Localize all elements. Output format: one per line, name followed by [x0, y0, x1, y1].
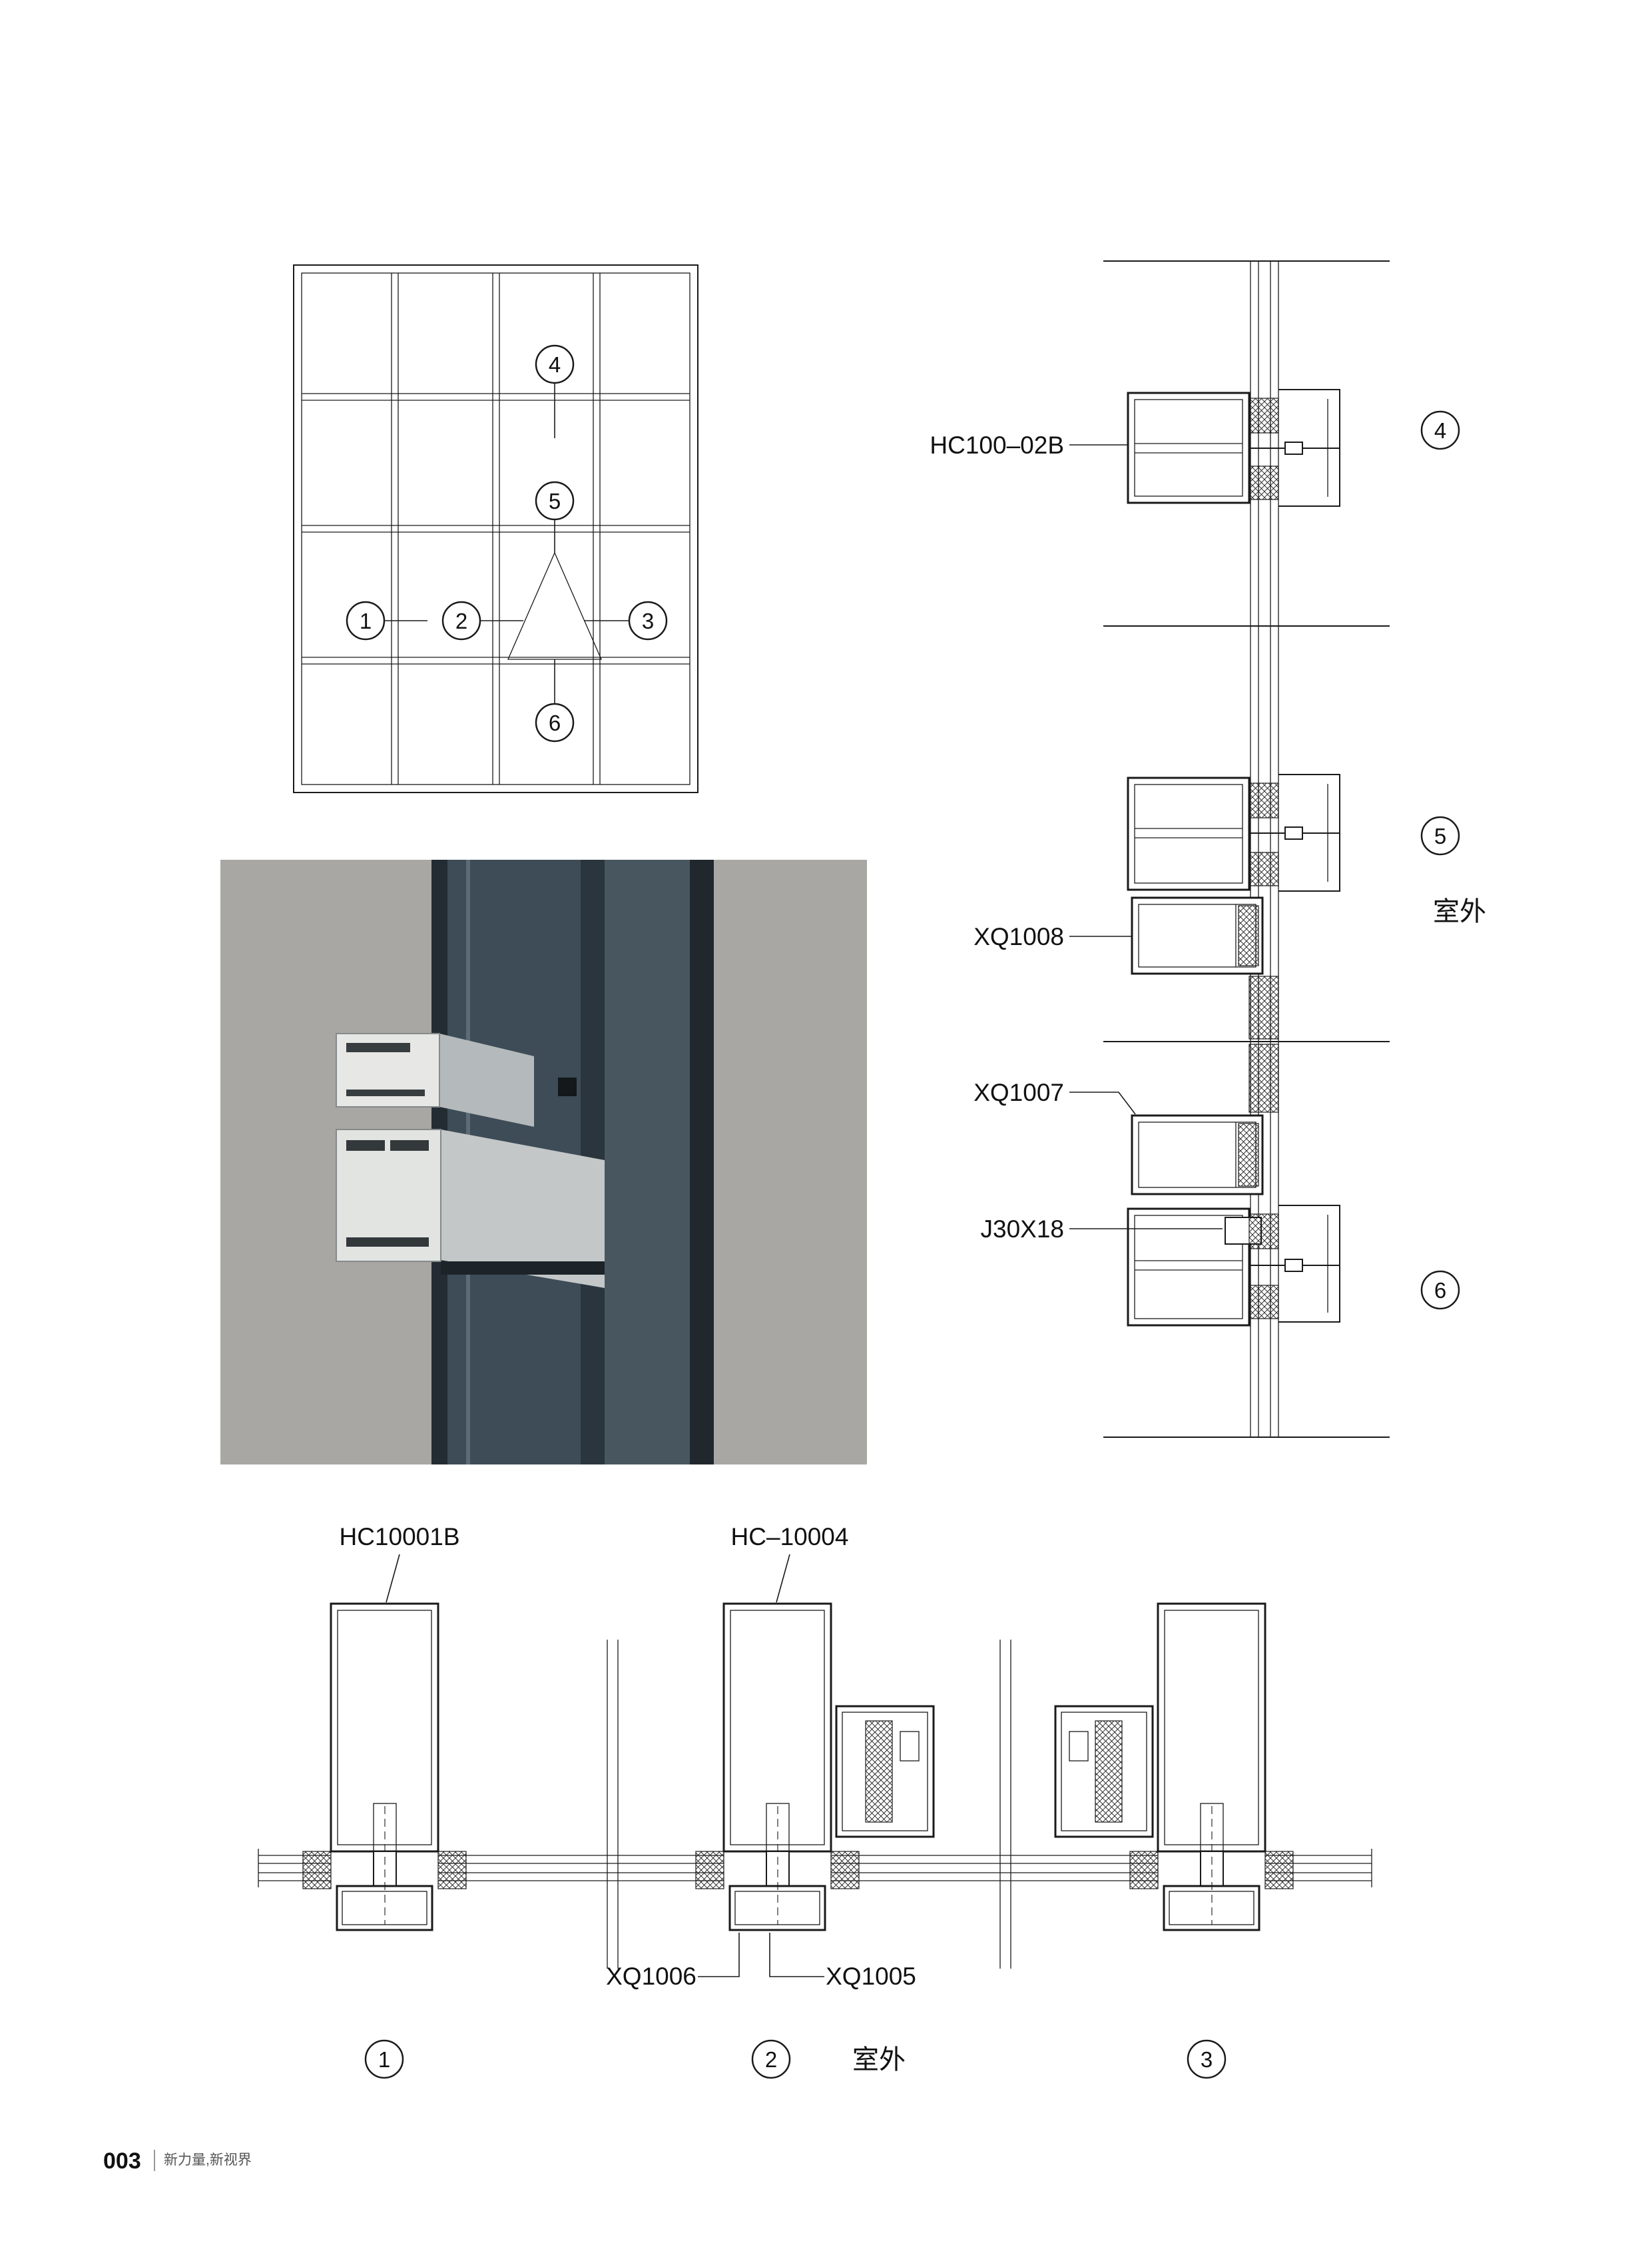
callout-number: 6 — [1434, 1278, 1446, 1303]
transom-render — [336, 1033, 605, 1288]
label-xq1007: XQ1007 — [973, 1079, 1064, 1106]
plan-callout-2: 2 — [751, 2039, 791, 2079]
elevation-diagram: 4 5 6 1 2 3 — [293, 264, 698, 793]
page-number: 003 — [103, 2148, 141, 2174]
callout-number: 4 — [549, 352, 561, 377]
label-xq1005: XQ1005 — [826, 1963, 916, 1990]
plan-callout-3: 3 — [1187, 2039, 1227, 2079]
label-xq1006: XQ1006 — [606, 1963, 696, 1990]
callout-number: 5 — [1434, 824, 1446, 848]
elevation-callout-1: 1 — [346, 601, 386, 641]
elevation-callout-5: 5 — [535, 481, 575, 521]
horizontal-section-details: HC10001B HC–10004 — [258, 1523, 1372, 2079]
callout-number: 2 — [455, 609, 467, 633]
label-hc10001b: HC10001B — [339, 1523, 459, 1550]
profile-photo — [220, 860, 867, 1464]
label-j30x18: J30X18 — [981, 1215, 1065, 1243]
detail-3-mullion-section — [1054, 1602, 1266, 1931]
detail-1-mullion-section — [330, 1602, 439, 1931]
elevation-frame — [293, 264, 698, 793]
detail-4-transom-section — [1127, 389, 1340, 507]
detail-5-vent-head-section — [1127, 774, 1340, 1040]
vertical-section-details: HC100–02B 4 XQ1008 5 — [930, 260, 1486, 1438]
footer-tagline: 新力量,新视界 — [164, 2152, 252, 2168]
label-hc100-02b: HC100–02B — [930, 432, 1064, 459]
callout-number: 1 — [378, 2047, 390, 2072]
elevation-leader-lines — [384, 383, 629, 704]
callout-number: 3 — [642, 609, 654, 633]
elevation-callout-6: 6 — [535, 703, 575, 743]
section-callout-5: 5 — [1420, 816, 1460, 856]
break-lines — [1103, 260, 1390, 1438]
vent-opening-symbol — [507, 551, 602, 660]
callout-number: 2 — [765, 2047, 777, 2072]
callout-number: 3 — [1201, 2047, 1213, 2072]
callout-number: 5 — [549, 489, 561, 513]
elevation-callout-3: 3 — [628, 601, 668, 641]
label-hc-10004: HC–10004 — [731, 1523, 849, 1550]
plan-callout-1: 1 — [364, 2039, 404, 2079]
detail-2-mullion-section — [722, 1602, 935, 1931]
detail-6-vent-sill-section — [1127, 1044, 1340, 1327]
label-xq1008: XQ1008 — [973, 923, 1064, 950]
callout-number: 1 — [360, 609, 372, 633]
glazing-gaskets — [302, 1851, 1294, 1889]
glass-lines-vertical — [1250, 261, 1279, 1437]
page-footer: 003 新力量,新视界 — [103, 2148, 252, 2174]
elevation-callout-2: 2 — [441, 601, 481, 641]
elevation-callout-4: 4 — [535, 344, 575, 384]
callout-number: 4 — [1434, 418, 1446, 443]
label-outdoor-vertical: 室外 — [1433, 897, 1486, 926]
section-callout-4: 4 — [1420, 410, 1460, 450]
callout-number: 6 — [549, 711, 561, 735]
section-callout-6: 6 — [1420, 1270, 1460, 1310]
label-outdoor-horizontal: 室外 — [852, 2045, 906, 2075]
